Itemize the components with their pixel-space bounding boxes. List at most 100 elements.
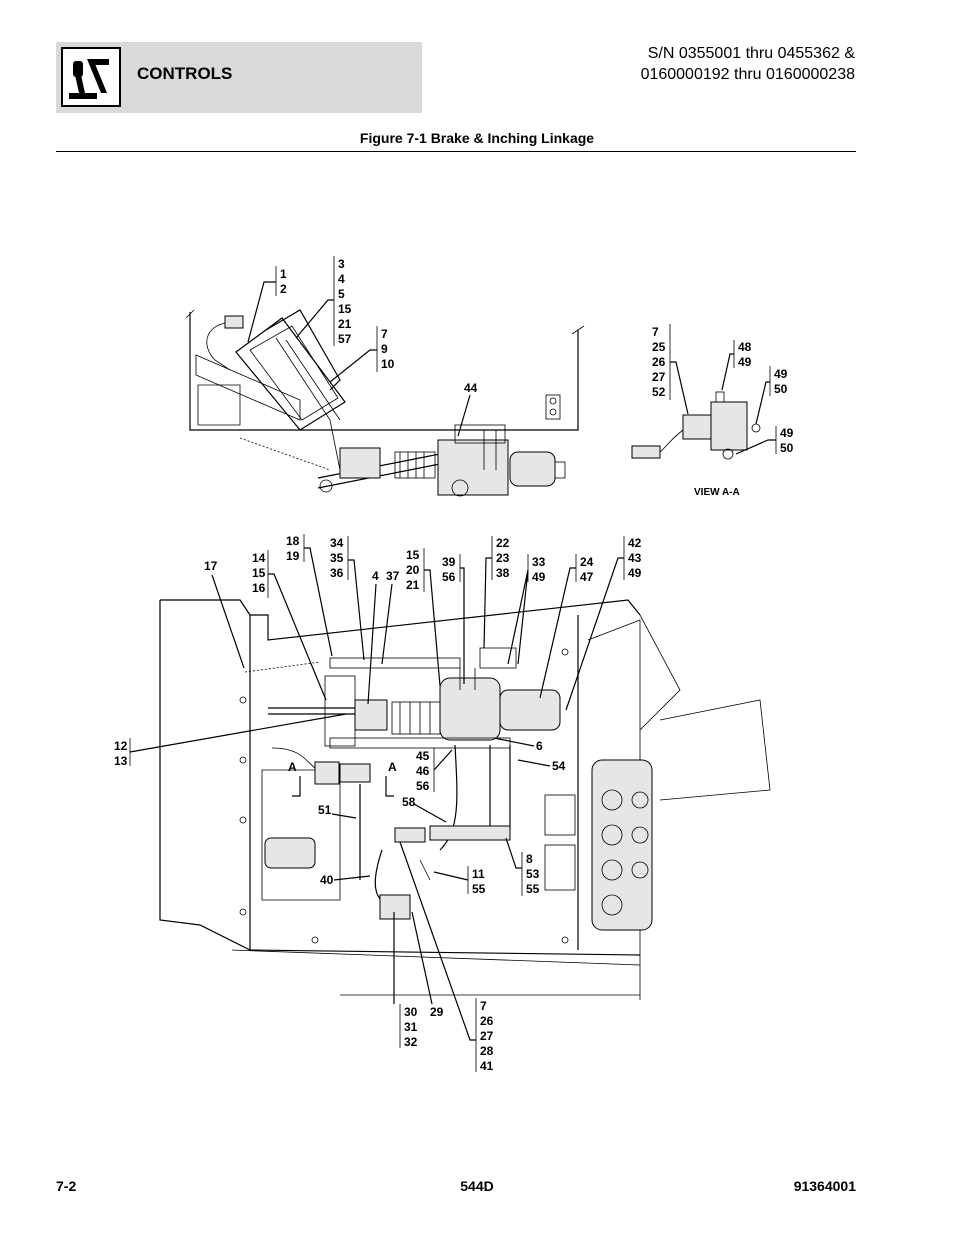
callout-c-30-32: 30 31 32: [393, 912, 418, 1049]
callout-number: 49: [774, 367, 788, 381]
callout-c-29: 29: [411, 911, 444, 1019]
callout-c-58: 58: [402, 795, 447, 823]
callout-number: 53: [526, 867, 540, 881]
callout-number: 47: [580, 570, 594, 584]
header-rule: [56, 151, 856, 152]
callout-c-7-52: 7 25 26 27 52: [652, 324, 689, 415]
callout-number: 30: [404, 1005, 418, 1019]
view-a-a-label: VIEW A-A: [694, 487, 740, 498]
section-mark-a-right: A: [388, 760, 397, 774]
callout-number: 49: [738, 355, 752, 369]
callout-number: 29: [430, 1005, 444, 1019]
callout-c-44: 44: [457, 381, 478, 437]
callout-number: 42: [628, 536, 642, 550]
callout-c-11-55: 11 55: [433, 866, 486, 896]
callout-c-8-55: 8 53 55: [505, 837, 540, 896]
callout-number: 23: [496, 551, 510, 565]
upper-pedal-view: [185, 309, 585, 497]
callout-number: 13: [114, 754, 128, 768]
callout-number: 27: [480, 1029, 494, 1043]
callout-c-17: 17: [204, 559, 245, 669]
callout-number: 37: [386, 569, 400, 583]
callout-c-12-13: 12 13: [114, 713, 347, 768]
callout-c-34-36: 34 35 36: [330, 536, 365, 661]
callout-number: 49: [780, 426, 794, 440]
callout-number: 7: [381, 327, 388, 341]
section-title: CONTROLS: [137, 64, 233, 83]
callout-number: 21: [338, 317, 352, 331]
callout-c-15-21: 15 20 21: [406, 548, 441, 687]
callout-c-33-49: 33 49: [507, 554, 546, 665]
callout-number: 43: [628, 551, 642, 565]
serial-range: S/N 0355001 thru 0455362 & 0160000192 th…: [641, 43, 855, 85]
callout-number: 48: [738, 340, 752, 354]
callout-number: 1: [280, 267, 287, 281]
callout-number: 15: [338, 302, 352, 316]
callout-number: 5: [338, 287, 345, 301]
callout-c-51: 51: [318, 803, 357, 819]
callout-number: 52: [652, 385, 666, 399]
callout-number: 26: [652, 355, 666, 369]
callout-number: 17: [204, 559, 218, 573]
callout-number: 36: [330, 566, 344, 580]
callout-c-49-50a: 49 50: [755, 366, 788, 425]
page-number: 7-2: [56, 1178, 77, 1194]
callout-number: 49: [532, 570, 546, 584]
callout-number: 25: [652, 340, 666, 354]
callout-number: 21: [406, 578, 420, 592]
callout-number: 31: [404, 1020, 418, 1034]
callout-number: 57: [338, 332, 352, 346]
callout-c-24-47: 24 47: [539, 554, 594, 699]
callout-number: 16: [252, 581, 266, 595]
callout-number: 55: [526, 882, 540, 896]
callout-c-6: 6: [493, 737, 543, 753]
callout-c-1-2: 1 2: [247, 266, 287, 343]
callout-number: 26: [480, 1014, 494, 1028]
callout-number: 19: [286, 549, 300, 563]
callout-c-42-49: 42 43 49: [565, 536, 642, 711]
callout-number: 28: [480, 1044, 494, 1058]
callout-c-7-10: 7 9 10: [329, 326, 395, 383]
callout-number: 18: [286, 534, 300, 548]
callout-number: 15: [252, 566, 266, 580]
callout-number: 39: [442, 555, 456, 569]
callout-c-7-41: 7 26 27 28 41: [399, 841, 494, 1073]
callout-number: 8: [526, 852, 533, 866]
manual-part-number: 91364001: [793, 1178, 856, 1194]
callout-c-3-57: 3 4 5 15 21 57: [295, 256, 352, 346]
callout-number: 20: [406, 563, 420, 577]
callout-number: 15: [406, 548, 420, 562]
callout-number: 33: [532, 555, 546, 569]
callout-number: 50: [774, 382, 788, 396]
callout-number: 12: [114, 739, 128, 753]
callout-number: 2: [280, 282, 287, 296]
callout-number: 56: [416, 779, 430, 793]
callout-number: 22: [496, 536, 510, 550]
serial-line-2: 0160000192 thru 0160000238: [640, 66, 855, 83]
callout-number: 40: [320, 873, 334, 887]
callout-number: 3: [338, 257, 345, 271]
view-a-a: VIEW A-A: [631, 391, 761, 498]
callout-number: 11: [472, 867, 485, 881]
callout-c-48-49: 48 49: [721, 340, 752, 391]
callout-c-14-16: 14 15 16: [252, 550, 327, 701]
callout-c-4: 4: [367, 569, 379, 705]
callout-number: 7: [480, 999, 487, 1013]
callout-c-54: 54: [517, 759, 566, 773]
callout-number: 46: [416, 764, 430, 778]
callout-number: 10: [381, 357, 395, 371]
callout-c-49-50b: 49 50: [735, 426, 794, 455]
model-name: 544D: [460, 1178, 494, 1194]
callout-c-37: 37: [381, 569, 400, 665]
callout-number: 4: [338, 272, 345, 286]
callout-number: 38: [496, 566, 510, 580]
callout-number: 27: [652, 370, 666, 384]
callout-number: 14: [252, 551, 266, 565]
callout-number: 34: [330, 536, 344, 550]
callout-number: 55: [472, 882, 486, 896]
callout-number: 6: [536, 739, 543, 753]
callout-number: 58: [402, 795, 416, 809]
callout-number: 44: [464, 381, 478, 395]
callout-number: 35: [330, 551, 344, 565]
